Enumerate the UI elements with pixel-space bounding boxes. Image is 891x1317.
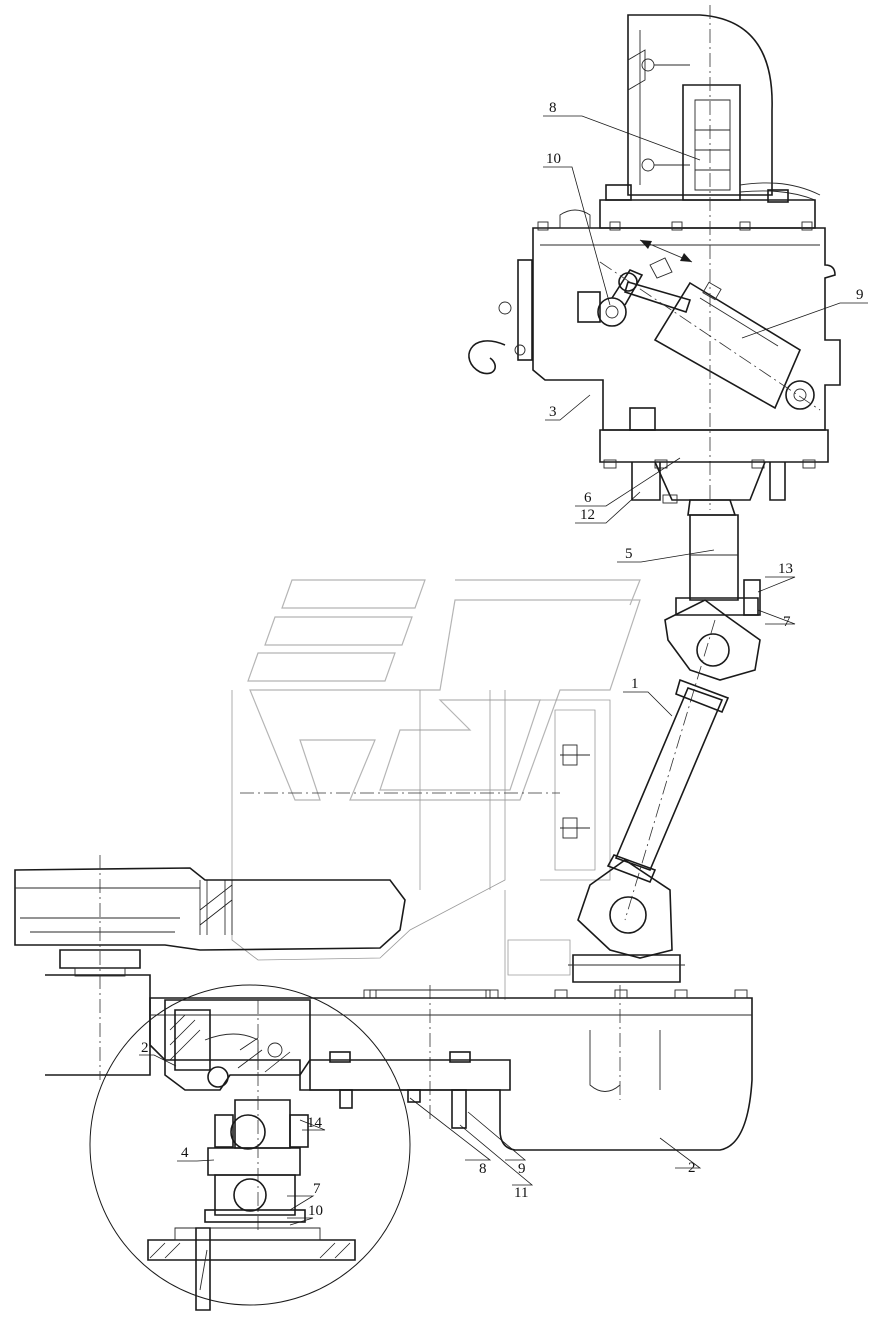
callout-10-bottom: 10 (308, 1203, 323, 1219)
callout-2-right: 2 (688, 1160, 696, 1176)
callout-4: 4 (181, 1145, 189, 1161)
callout-labels: 8 10 9 3 6 12 5 13 7 1 2 14 4 7 10 8 9 1… (141, 100, 864, 1219)
left-frame (14, 855, 406, 1080)
callout-14: 14 (307, 1115, 323, 1131)
leader-lines (139, 115, 868, 1226)
callout-9-bottom: 9 (518, 1161, 526, 1177)
vehicle-outline (231, 690, 611, 1000)
callout-12: 12 (580, 507, 595, 523)
callout-3: 3 (549, 404, 557, 420)
watermark-logo (247, 579, 641, 801)
callout-9-top: 9 (856, 287, 864, 303)
callout-11: 11 (514, 1185, 528, 1201)
callout-13: 13 (778, 561, 793, 577)
callout-7-bottom: 7 (313, 1181, 321, 1197)
callout-6: 6 (584, 490, 592, 506)
upper-gearbox (468, 5, 841, 516)
detail-view (89, 984, 411, 1311)
lower-gearbox (149, 985, 753, 1151)
callout-5: 5 (625, 546, 633, 562)
callout-8-bottom: 8 (479, 1161, 487, 1177)
cardan-shaft (568, 514, 761, 983)
callout-1: 1 (631, 676, 639, 692)
callout-2-left: 2 (141, 1040, 149, 1056)
callout-10-top: 10 (546, 151, 561, 167)
callout-8-top: 8 (549, 100, 557, 116)
callout-7-top: 7 (783, 614, 791, 630)
